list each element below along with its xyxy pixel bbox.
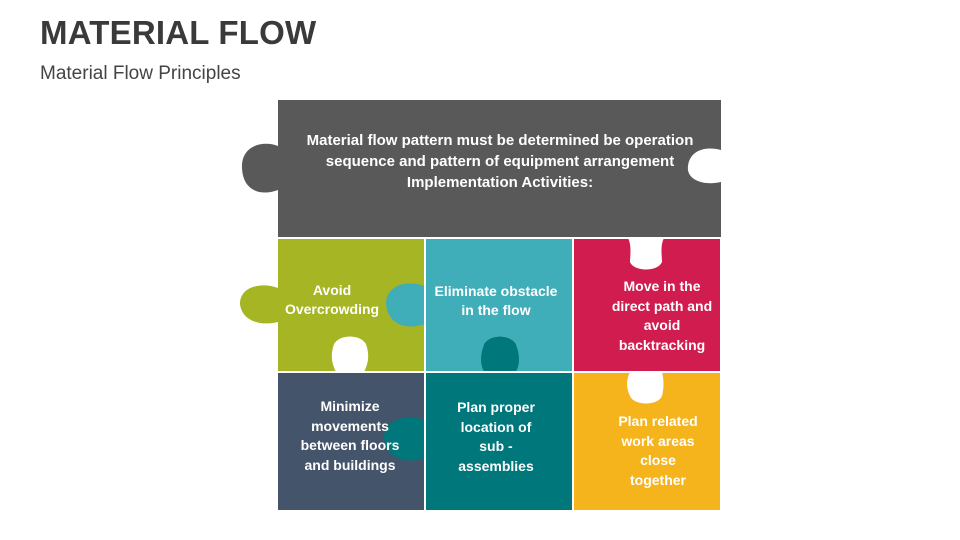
page-subtitle: Material Flow Principles — [40, 63, 241, 84]
label-eliminate-obstacle: Eliminate obstacle in the flow — [434, 282, 558, 319]
piece-minimize-movements — [278, 372, 425, 510]
header-piece — [241, 100, 722, 238]
label-move-direct-path: Move in the direct path and avoid backtr… — [611, 278, 713, 353]
piece-plan-related-areas — [573, 372, 720, 510]
piece-separators — [278, 237, 721, 510]
header-heading: Implementation Activities: — [406, 174, 594, 191]
piece-move-direct-path — [573, 238, 720, 372]
header-description: Material flow pattern must be determined… — [306, 132, 694, 170]
page-title: MATERIAL FLOW — [40, 14, 317, 51]
piece-avoid-overcrowding — [240, 238, 425, 372]
label-avoid-overcrowding: Avoid Overcrowding — [284, 281, 380, 318]
piece-plan-location — [384, 336, 612, 510]
label-plan-location: Plan proper location of sub - assemblies — [457, 399, 535, 474]
piece-eliminate-obstacle — [386, 238, 612, 372]
label-plan-related-areas: Plan related work areas close together — [618, 413, 698, 488]
label-minimize-movements: Minimize movements between floors and bu… — [300, 398, 400, 473]
header-piece-text: Material flow pattern must be determined… — [300, 130, 700, 193]
